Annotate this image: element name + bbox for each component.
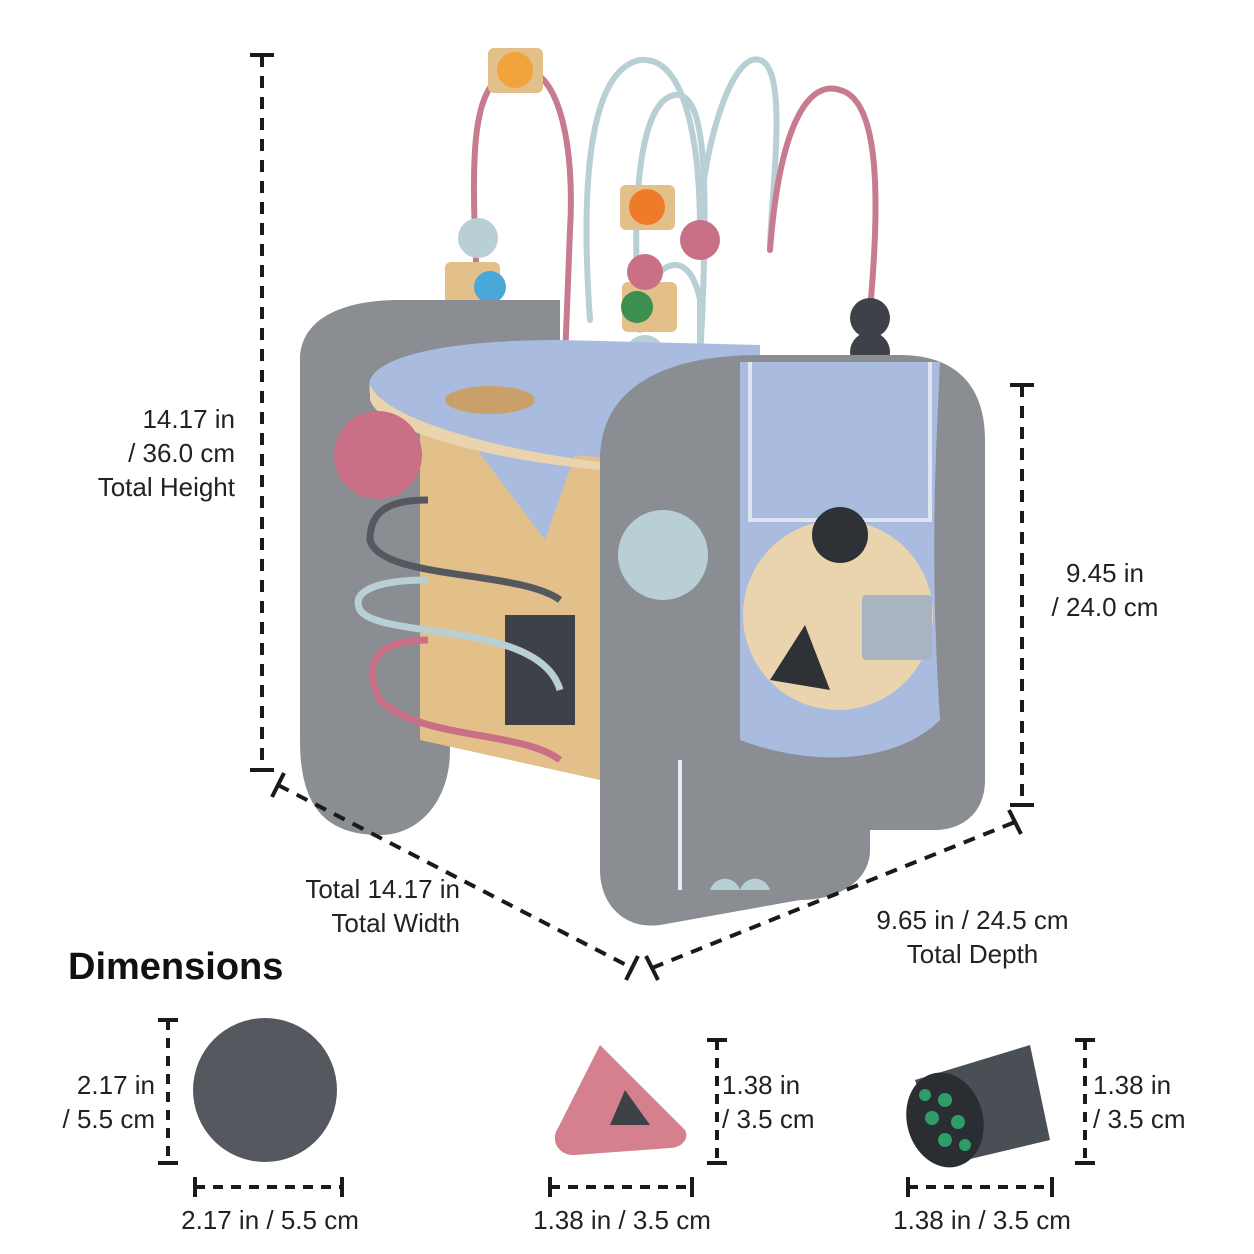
total-width-caption: Total Width — [331, 908, 460, 938]
total-width-in: Total 14.17 in — [305, 874, 460, 904]
cylinder-height-in: 1.38 in — [1093, 1070, 1172, 1100]
ball-width-label: 2.17 in / 5.5 cm — [181, 1205, 359, 1235]
total-height-in: 14.17 in — [142, 404, 235, 434]
ball-height-in: 2.17 in — [76, 1070, 155, 1100]
dimensions-heading: Dimensions — [68, 946, 284, 988]
triangle-height-in: 1.38 in — [722, 1070, 801, 1100]
beads — [445, 48, 890, 375]
front-height-label: 9.45 in / 24.0 cm — [1030, 556, 1180, 624]
triangle-height-label: 1.38 in / 3.5 cm — [722, 1068, 837, 1136]
total-height-cm: / 36.0 cm — [128, 438, 235, 468]
front-height-in: 9.45 in — [1065, 558, 1145, 588]
cylinder-width-label: 1.38 in / 3.5 cm — [893, 1205, 1071, 1235]
cylinder-height-label: 1.38 in / 3.5 cm — [1093, 1068, 1208, 1136]
triangle-height-cm: / 3.5 cm — [722, 1104, 815, 1134]
ball-height-label: 2.17 in / 5.5 cm — [30, 1068, 155, 1136]
cylinder-shape — [906, 1045, 1050, 1168]
front-height-cm: / 24.0 cm — [1051, 592, 1159, 622]
total-depth-label: 9.65 in / 24.5 cm Total Depth — [850, 903, 1095, 971]
triangle-shape — [554, 1045, 687, 1156]
ball-shape — [193, 1018, 337, 1162]
ball-height-cm: / 5.5 cm — [62, 1104, 155, 1134]
total-width-label: Total 14.17 in Total Width — [250, 872, 460, 940]
triangle-width-label: 1.38 in / 3.5 cm — [533, 1205, 711, 1235]
total-depth-caption: Total Depth — [906, 939, 1039, 969]
total-height-label: 14.17 in / 36.0 cm Total Height — [60, 402, 235, 504]
cylinder-height-cm: / 3.5 cm — [1093, 1104, 1186, 1134]
total-height-caption: Total Height — [97, 472, 235, 502]
total-depth-value: 9.65 in / 24.5 cm — [876, 905, 1069, 935]
